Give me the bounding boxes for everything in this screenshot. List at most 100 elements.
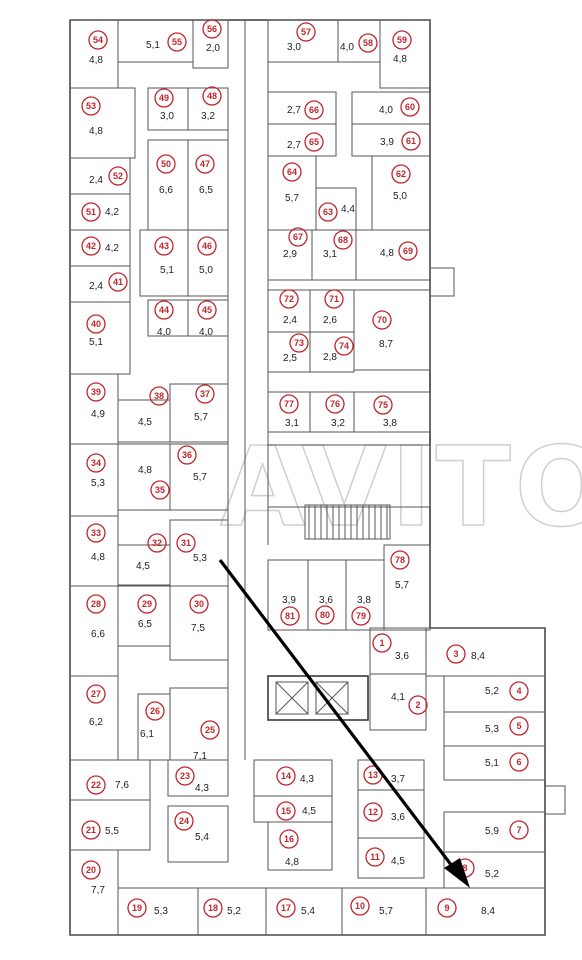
room-62: 625,0 [391, 164, 411, 202]
room-number: 48 [207, 91, 217, 101]
room-number: 5 [516, 721, 521, 731]
room-number: 12 [368, 807, 378, 817]
room-40: 405,1 [86, 314, 106, 348]
room-area: 4,5 [302, 806, 316, 817]
room-number: 55 [172, 37, 182, 47]
room-area: 4,2 [105, 243, 119, 254]
room-59: 594,8 [392, 30, 412, 65]
room-area: 5,0 [199, 265, 213, 276]
room-41: 412,4 [89, 272, 128, 292]
room-area: 5,3 [485, 724, 499, 735]
room-badge [392, 30, 412, 50]
room-area: 4,8 [89, 126, 103, 137]
room-area: 7,5 [191, 623, 205, 634]
room-73: 732,5 [283, 333, 309, 364]
room-49: 493,0 [154, 88, 174, 122]
room-number: 68 [338, 235, 348, 245]
room-56: 562,0 [202, 19, 222, 54]
room-number: 76 [330, 399, 340, 409]
room-number: 30 [194, 599, 204, 609]
room-badge [154, 300, 174, 320]
room-badge [150, 480, 170, 500]
room-number: 1 [379, 638, 384, 648]
room-number: 43 [159, 241, 169, 251]
room-55: 555,1 [146, 32, 187, 52]
room-area: 4,4 [341, 204, 355, 215]
room-area: 3,6 [319, 595, 333, 606]
room-badge [174, 811, 194, 831]
room-badge [149, 386, 169, 406]
room-76: 763,2 [325, 394, 345, 429]
room-number: 79 [356, 611, 366, 621]
room-area: 4,9 [91, 409, 105, 420]
room-area: 6,6 [91, 629, 105, 640]
room-54: 544,8 [88, 30, 108, 66]
room-area: 5,3 [193, 553, 207, 564]
room-32: 324,5 [136, 533, 167, 572]
room-area: 4,0 [157, 327, 171, 338]
room-badge [390, 550, 410, 570]
room-20: 207,7 [81, 860, 105, 896]
room-badge [108, 272, 128, 292]
room-badge [86, 314, 106, 334]
room-28: 286,6 [86, 594, 106, 640]
room-badge [197, 300, 217, 320]
room-area: 4,0 [379, 105, 393, 116]
room-50: 506,6 [156, 154, 176, 196]
room-area: 3,7 [391, 774, 405, 785]
room-badge [304, 132, 324, 152]
room-area: 5,7 [194, 412, 208, 423]
room-number: 65 [309, 137, 319, 147]
room-47: 476,5 [195, 154, 215, 196]
room-23: 234,3 [175, 766, 209, 794]
room-badge [189, 594, 209, 614]
corridor-walls [227, 20, 269, 760]
room-number: 66 [309, 105, 319, 115]
room-area: 3,6 [395, 651, 409, 662]
room-badge [81, 202, 101, 222]
room-area: 4,5 [136, 561, 150, 572]
room-badge [276, 898, 296, 918]
room-area: 2,8 [323, 352, 337, 363]
room-61: 613,9 [380, 131, 421, 151]
room-number: 19 [132, 903, 142, 913]
room-area: 4,0 [340, 42, 354, 53]
room-area: 5,2 [227, 906, 241, 917]
room-25: 257,1 [193, 720, 220, 762]
room-area: 2,0 [206, 43, 220, 54]
room-badge [202, 86, 222, 106]
room-number: 16 [284, 834, 294, 844]
room-badge [351, 606, 371, 626]
room-area: 2,5 [283, 353, 297, 364]
room-number: 81 [285, 611, 295, 621]
room-badge [145, 701, 165, 721]
room-area: 5,1 [146, 40, 160, 51]
room-number: 47 [200, 159, 210, 169]
room-area: 3,9 [282, 595, 296, 606]
room-number: 3 [453, 649, 458, 659]
room-number: 6 [516, 757, 521, 767]
room-badge [154, 88, 174, 108]
room-number: 74 [339, 341, 349, 351]
room-number: 36 [182, 450, 192, 460]
room-badge [276, 766, 296, 786]
room-badge [350, 896, 370, 916]
room-number: 2 [415, 700, 420, 710]
room-number: 25 [205, 725, 215, 735]
room-number: 49 [159, 93, 169, 103]
room-number: 70 [377, 315, 387, 325]
room-badge [175, 766, 195, 786]
room-number: 72 [284, 294, 294, 304]
room-badge [279, 394, 299, 414]
room-31: 315,3 [176, 533, 207, 564]
room-area: 2,9 [283, 249, 297, 260]
room-badge [282, 162, 302, 182]
room-badge [195, 384, 215, 404]
room-number: 20 [86, 865, 96, 875]
